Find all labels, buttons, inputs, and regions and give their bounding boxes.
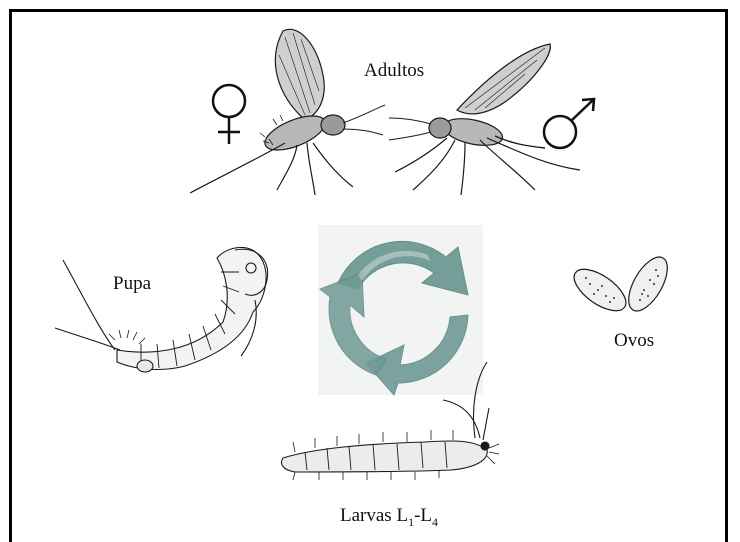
pupa-illustration [45, 240, 275, 380]
larva-illustration [275, 360, 505, 490]
male-adult-sandfly-illustration [385, 40, 585, 200]
label-eggs: Ovos [614, 330, 654, 352]
eggs-illustration [570, 250, 680, 330]
female-adult-sandfly-illustration [185, 25, 385, 200]
label-larvae: Larvas L1-L4 [340, 505, 438, 530]
